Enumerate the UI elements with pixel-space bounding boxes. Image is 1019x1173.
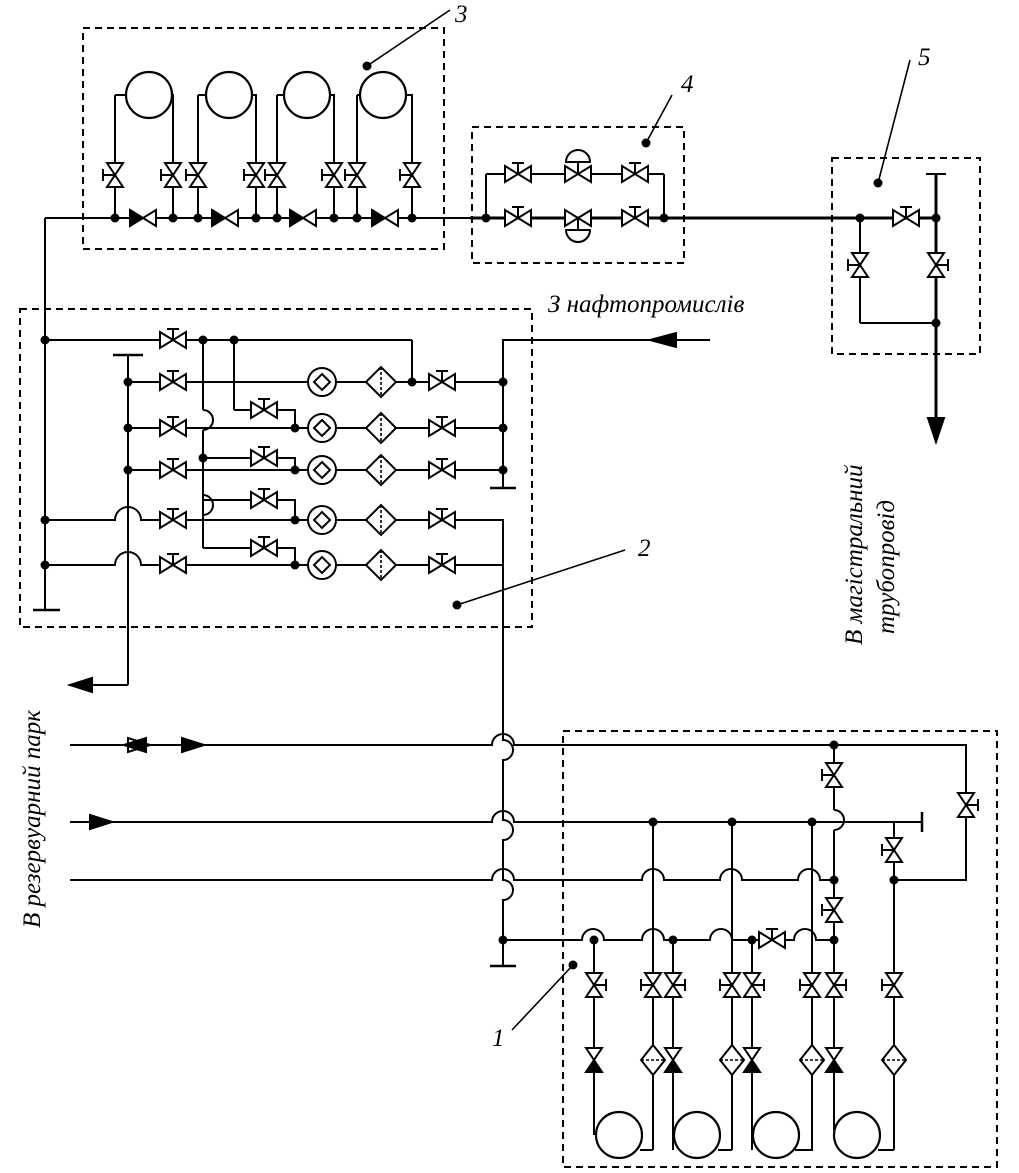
- metering-unit-4: [470, 126, 860, 264]
- valves-section-4: [504, 149, 649, 243]
- label-3: 3: [455, 1, 468, 28]
- label-to-pipeline-2: трубопровід: [873, 499, 900, 634]
- label-to-pipeline-1: В магістральний: [841, 464, 868, 645]
- tank-park-devices: [585, 762, 979, 1076]
- label-4: 4: [681, 71, 694, 98]
- tank-park-manifold-1: [70, 730, 998, 1168]
- label-from-fields: З нафтопромислів: [548, 291, 745, 318]
- pumps-top: [124, 70, 408, 120]
- label-1: 1: [492, 1025, 505, 1052]
- pump-links-bottom: [593, 1130, 894, 1151]
- label-to-tank-park: В резервуарний парк: [19, 710, 46, 928]
- node-5: [831, 157, 981, 420]
- label-2: 2: [638, 535, 651, 562]
- pump-valves-top: [102, 162, 421, 227]
- pumps-bottom: [594, 1110, 882, 1160]
- label-5: 5: [918, 44, 931, 71]
- junction-dots: [40, 61, 941, 970]
- flow-arrows: [66, 331, 946, 831]
- manifold-2: [19, 250, 710, 940]
